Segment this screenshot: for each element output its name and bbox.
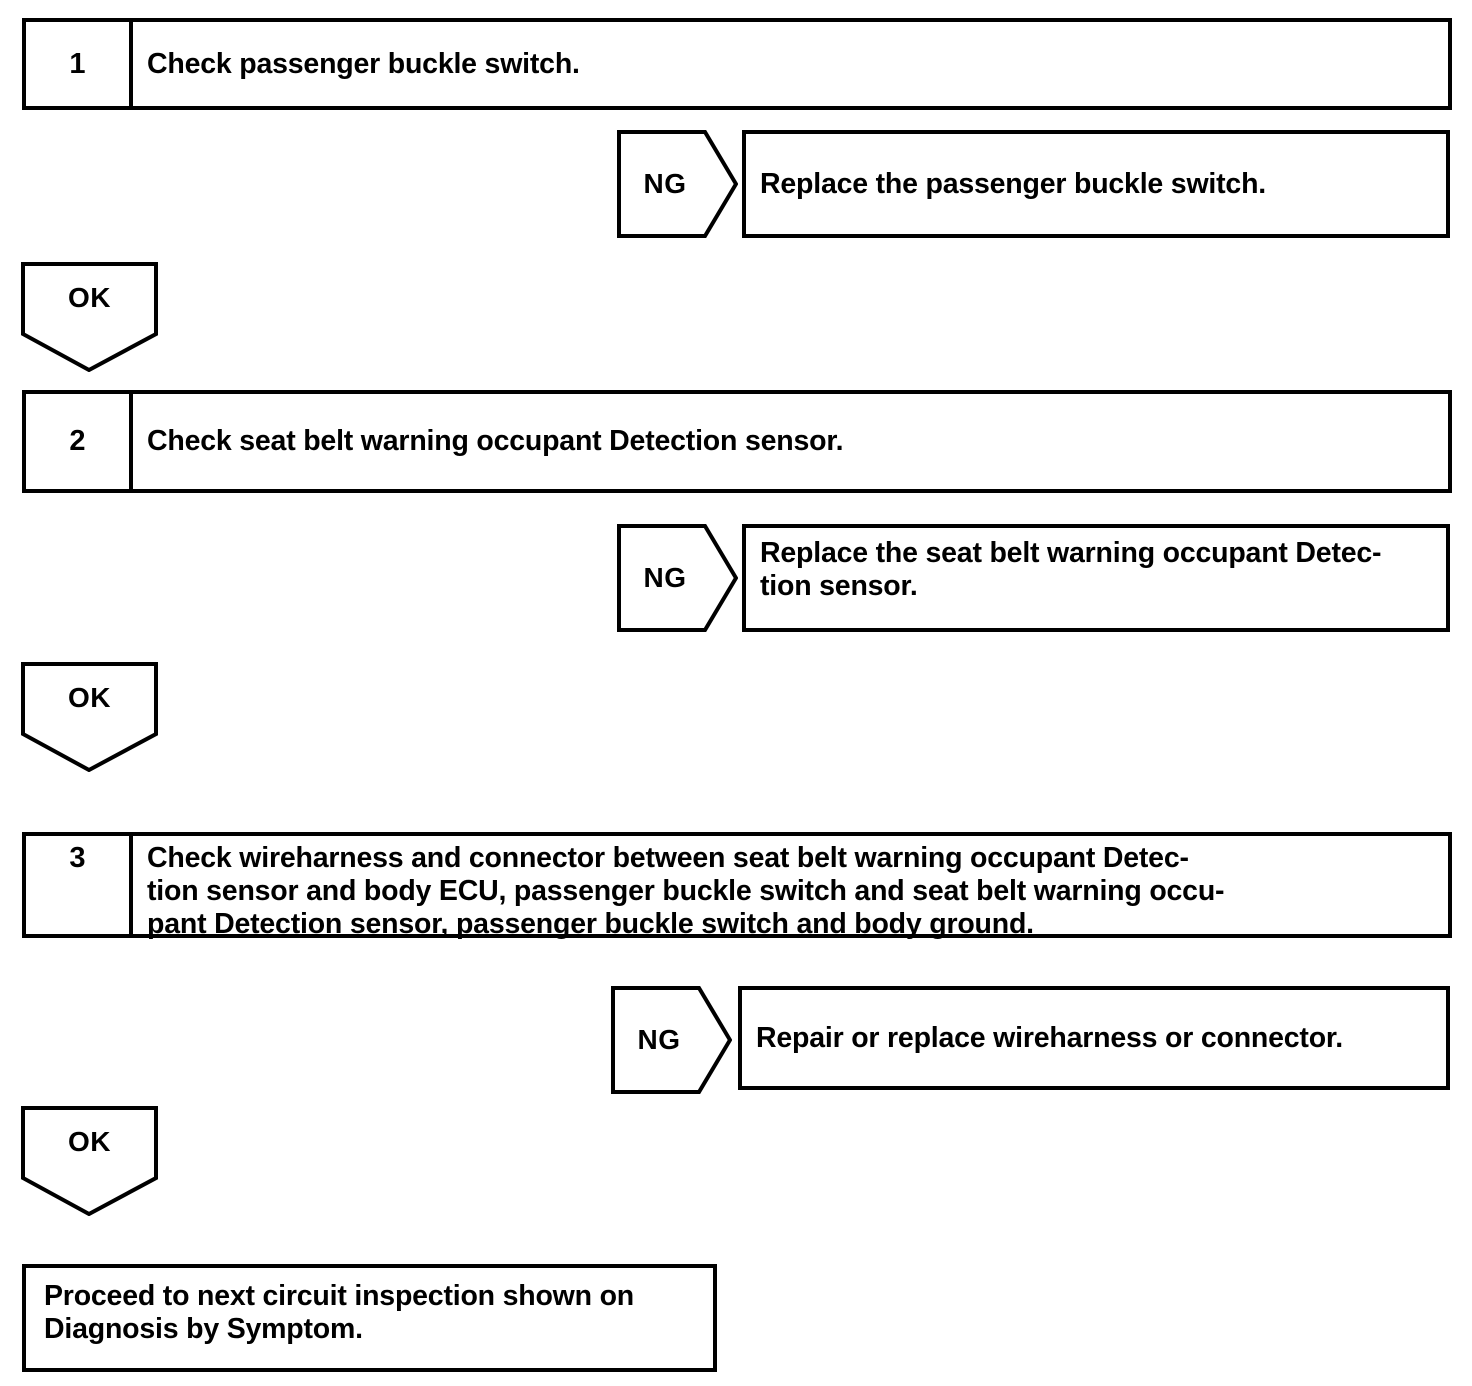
ng-label-2: NG xyxy=(643,562,687,593)
step-text-2: Check seat belt warning occupant Detecti… xyxy=(147,425,844,457)
ng-label-1: NG xyxy=(643,168,687,199)
step-text-1: Check passenger buckle switch. xyxy=(147,47,580,80)
step-box-2: 2 Check seat belt warning occupant Detec… xyxy=(22,390,1452,493)
ok-label-2: OK xyxy=(68,682,111,713)
step-number-2: 2 xyxy=(26,394,133,489)
step-box-3: 3 Check wireharness and connector betwee… xyxy=(22,832,1452,940)
final-result-box: Proceed to next circuit inspection shown… xyxy=(22,1264,717,1372)
step-number-1: 1 xyxy=(26,22,133,106)
step-number-3-value: 3 xyxy=(69,842,86,874)
ok-pentagon-1: OK xyxy=(21,262,158,372)
ng-pentagon-3: NG xyxy=(611,986,732,1094)
ng-result-box-1: Replace the passenger buckle switch. xyxy=(742,130,1450,238)
ng-result-box-3: Repair or replace wireharness or connect… xyxy=(738,986,1450,1090)
step-number-3: 3 xyxy=(26,836,133,934)
ok-label-1: OK xyxy=(68,282,111,313)
ok-pentagon-3: OK xyxy=(21,1106,158,1216)
ng-pentagon-2: NG xyxy=(617,524,738,632)
ok-pentagon-2: OK xyxy=(21,662,158,772)
ng-label-3: NG xyxy=(637,1024,681,1055)
ng-pentagon-1: NG xyxy=(617,130,738,238)
ng-result-box-2: Replace the seat belt warning occupant D… xyxy=(742,524,1450,632)
step-box-1: 1 Check passenger buckle switch. xyxy=(22,18,1452,110)
ok-label-3: OK xyxy=(68,1126,111,1157)
step-text-3: Check wireharness and connector between … xyxy=(147,842,1225,940)
